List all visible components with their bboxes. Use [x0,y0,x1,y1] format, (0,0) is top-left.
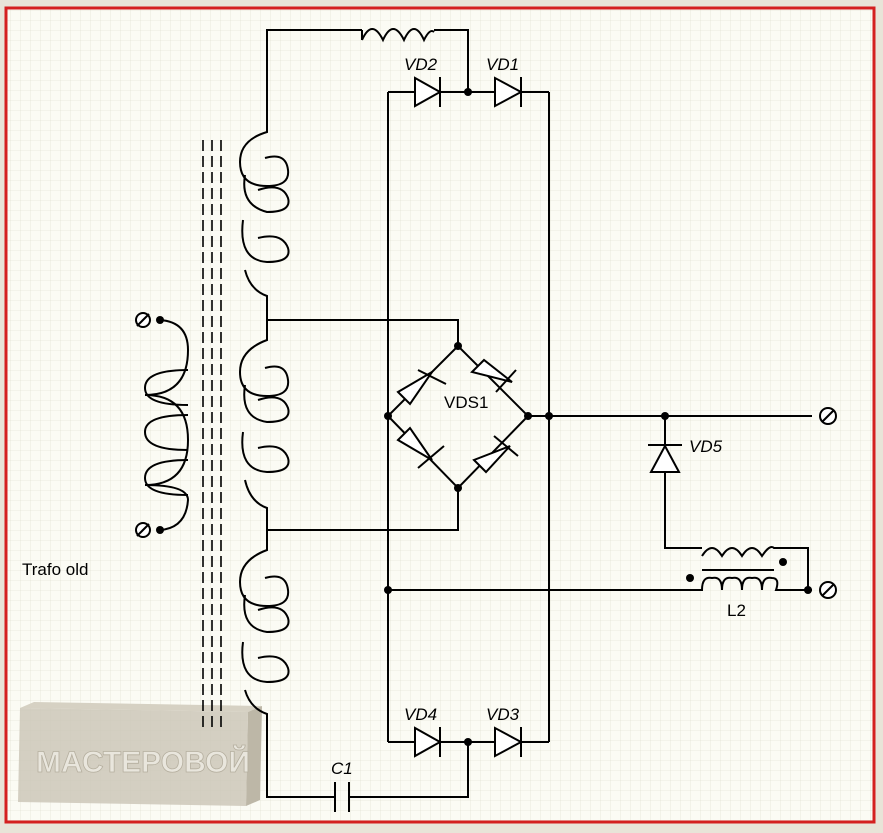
secondary-winding-middle [238,320,290,530]
label-vd3: VD3 [486,705,520,724]
top-inductor [266,28,469,108]
diode-vd4 [414,726,443,758]
output-terminal-negative [819,581,837,599]
label-vd5: VD5 [689,437,723,456]
junction-top [464,88,472,96]
label-vd2: VD2 [404,55,438,74]
output-wires [384,412,812,594]
transformer-core [202,140,222,730]
red-border [4,6,876,824]
label-vds1: VDS1 [444,393,488,412]
primary-terminal-top [135,312,164,328]
secondary-winding-bottom [238,530,335,798]
diode-vd2 [414,76,443,108]
diode-bridge-vds1 [384,342,532,492]
diode-vd3 [494,726,524,758]
diode-vd5 [648,443,682,473]
watermark-text: МАСТЕРОВОЙ [36,745,250,779]
junction-bottom [464,738,472,746]
diode-vd1 [494,76,524,108]
label-vd1: VD1 [486,55,519,74]
inductor-l2 [686,546,812,594]
bridge-input-wires [267,319,459,531]
watermark-logo: МАСТЕРОВОЙ [18,702,262,806]
primary-terminal-bottom [135,522,164,538]
capacitor-c1 [334,742,469,812]
label-c1: C1 [331,759,353,778]
label-vd4: VD4 [404,705,437,724]
label-transformer: Trafo old [22,560,88,579]
primary-winding [143,319,190,531]
secondary-winding-top [238,108,290,320]
label-l2: L2 [727,601,746,620]
output-terminal-positive [819,407,837,425]
